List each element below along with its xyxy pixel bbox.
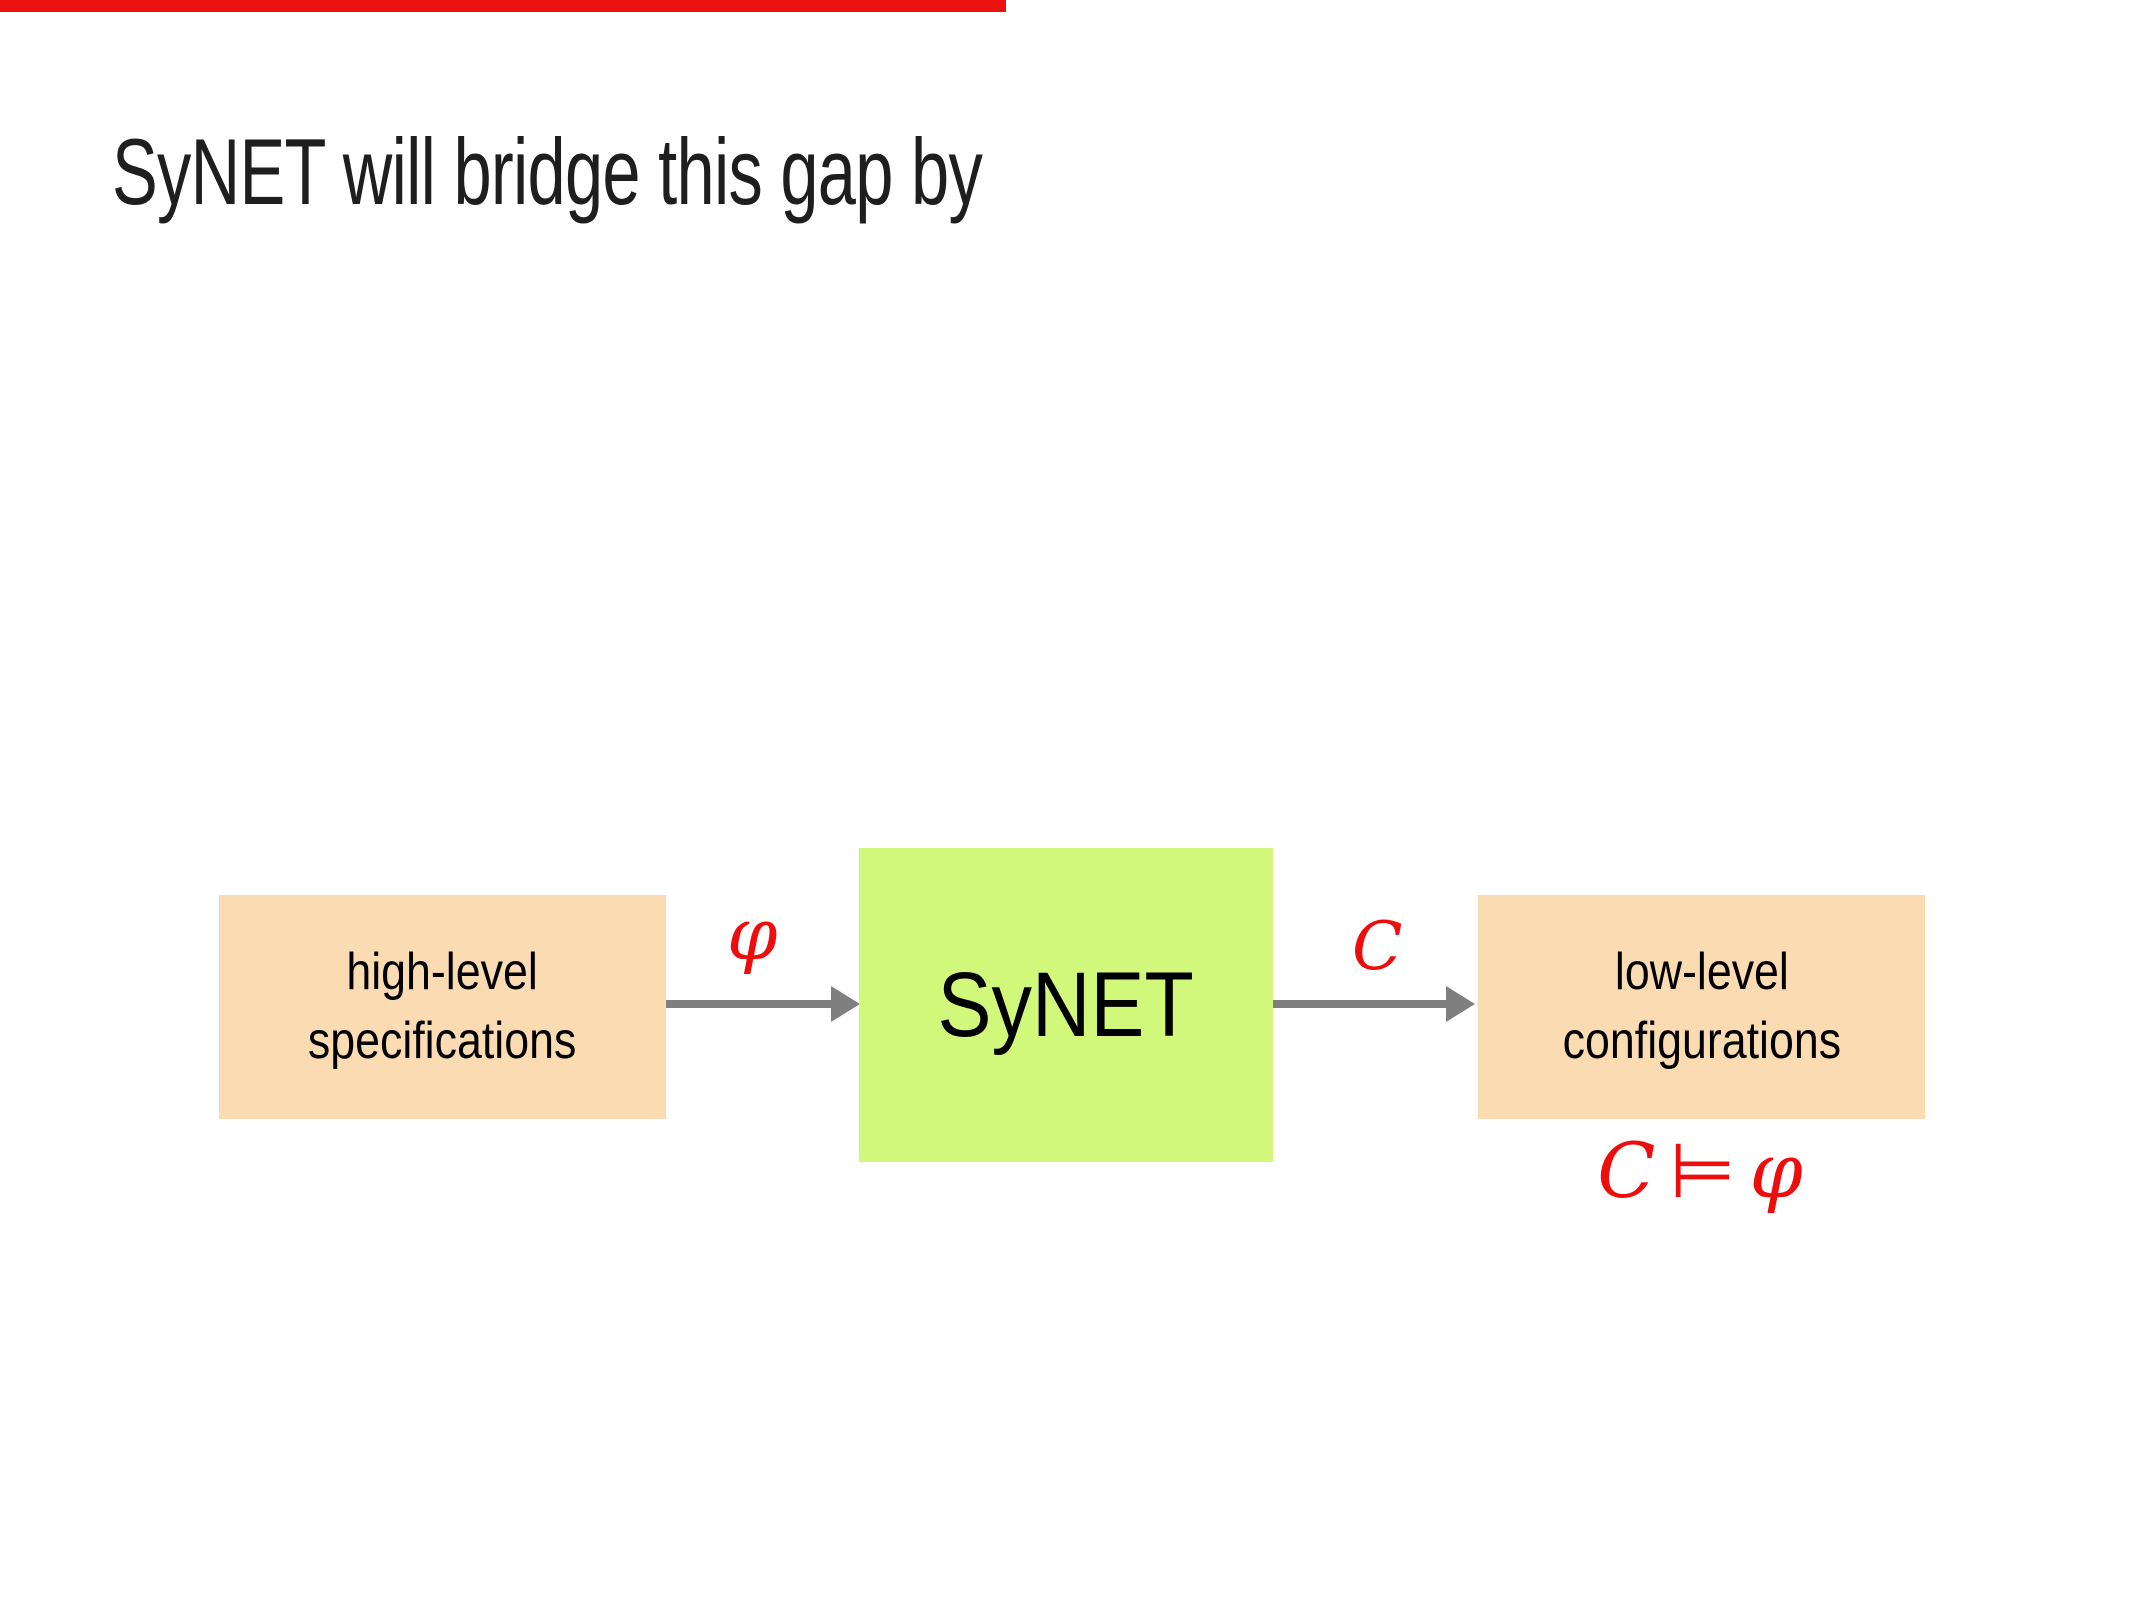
output-arrow-shaft: [1273, 1000, 1447, 1008]
input-arrow-shaft: [666, 1000, 832, 1008]
phi-arrow-label: φ: [727, 892, 778, 976]
formula-c: C: [1597, 1126, 1656, 1215]
slide-progress-bar: [0, 0, 1006, 12]
high-level-specifications-box: high-level specifications: [219, 895, 666, 1119]
config-arrow-label: C: [1352, 908, 1403, 985]
left-box-label-line1: high-level: [346, 943, 539, 1002]
satisfies-formula: C⊨φ: [1597, 1126, 1803, 1215]
slide-title: SyNET will bridge this gap by: [112, 119, 983, 224]
synet-box: SyNET: [859, 848, 1273, 1162]
synet-label: SyNET: [937, 953, 1195, 1056]
left-box-label-line2: specifications: [308, 1012, 577, 1070]
right-box-label-line1: low-level: [1614, 943, 1789, 1002]
models-symbol: ⊨: [1669, 1126, 1736, 1215]
high-level-specifications-label: high-level specifications: [308, 938, 576, 1075]
formula-phi: φ: [1749, 1126, 1803, 1215]
output-arrowhead-icon: [1446, 986, 1475, 1022]
input-arrowhead-icon: [831, 986, 860, 1022]
low-level-configurations-box: low-level configurations: [1478, 895, 1925, 1119]
low-level-configurations-label: low-level configurations: [1562, 938, 1840, 1075]
right-box-label-line2: configurations: [1562, 1012, 1841, 1070]
